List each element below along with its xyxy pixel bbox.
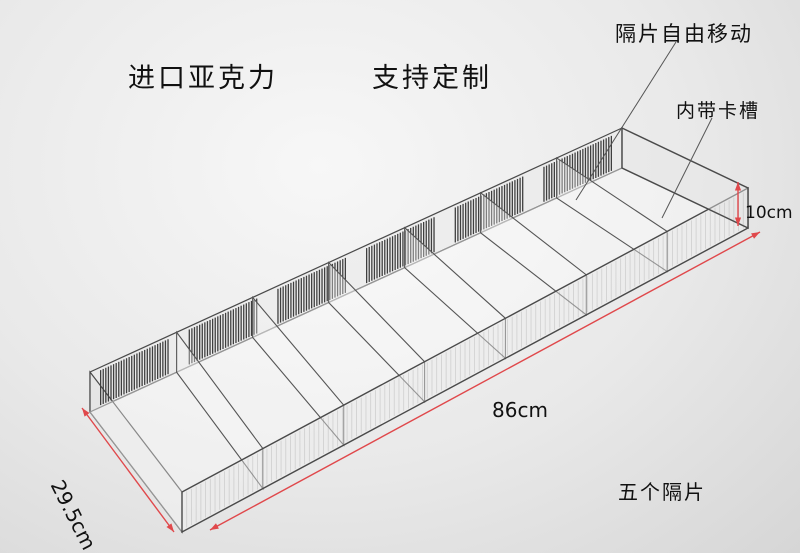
dimension-width-line [81,407,175,533]
dimension-lines [81,182,761,533]
dimension-width-line-arrowhead [82,408,90,417]
right-short-wall [621,126,749,230]
callout-leaders [575,41,713,219]
dimension-length-line-arrowhead [210,523,219,530]
dimension-length-line-arrowhead [751,232,760,239]
dimension-width-line-arrowhead [166,523,174,532]
dimension-height-label: 10cm [745,203,793,223]
leader-divider-movable [575,41,677,201]
tray-front-walls [181,126,749,534]
headline-imported-acrylic: 进口亚克力 [128,63,278,94]
dimension-height-line-arrowhead [734,217,742,226]
dimension-length-label: 86cm [492,398,548,422]
callout-inner-slot: 内带卡槽 [676,100,761,122]
headline-customizable: 支持定制 [372,63,492,94]
dimension-height-line-arrowhead [734,182,742,191]
divider-count-note: 五个隔片 [618,480,706,504]
card-slot-strips [99,135,613,406]
callout-divider-movable: 隔片自由移动 [615,22,753,46]
dimension-length-line [209,231,761,531]
leader-inner-slot [661,117,713,219]
